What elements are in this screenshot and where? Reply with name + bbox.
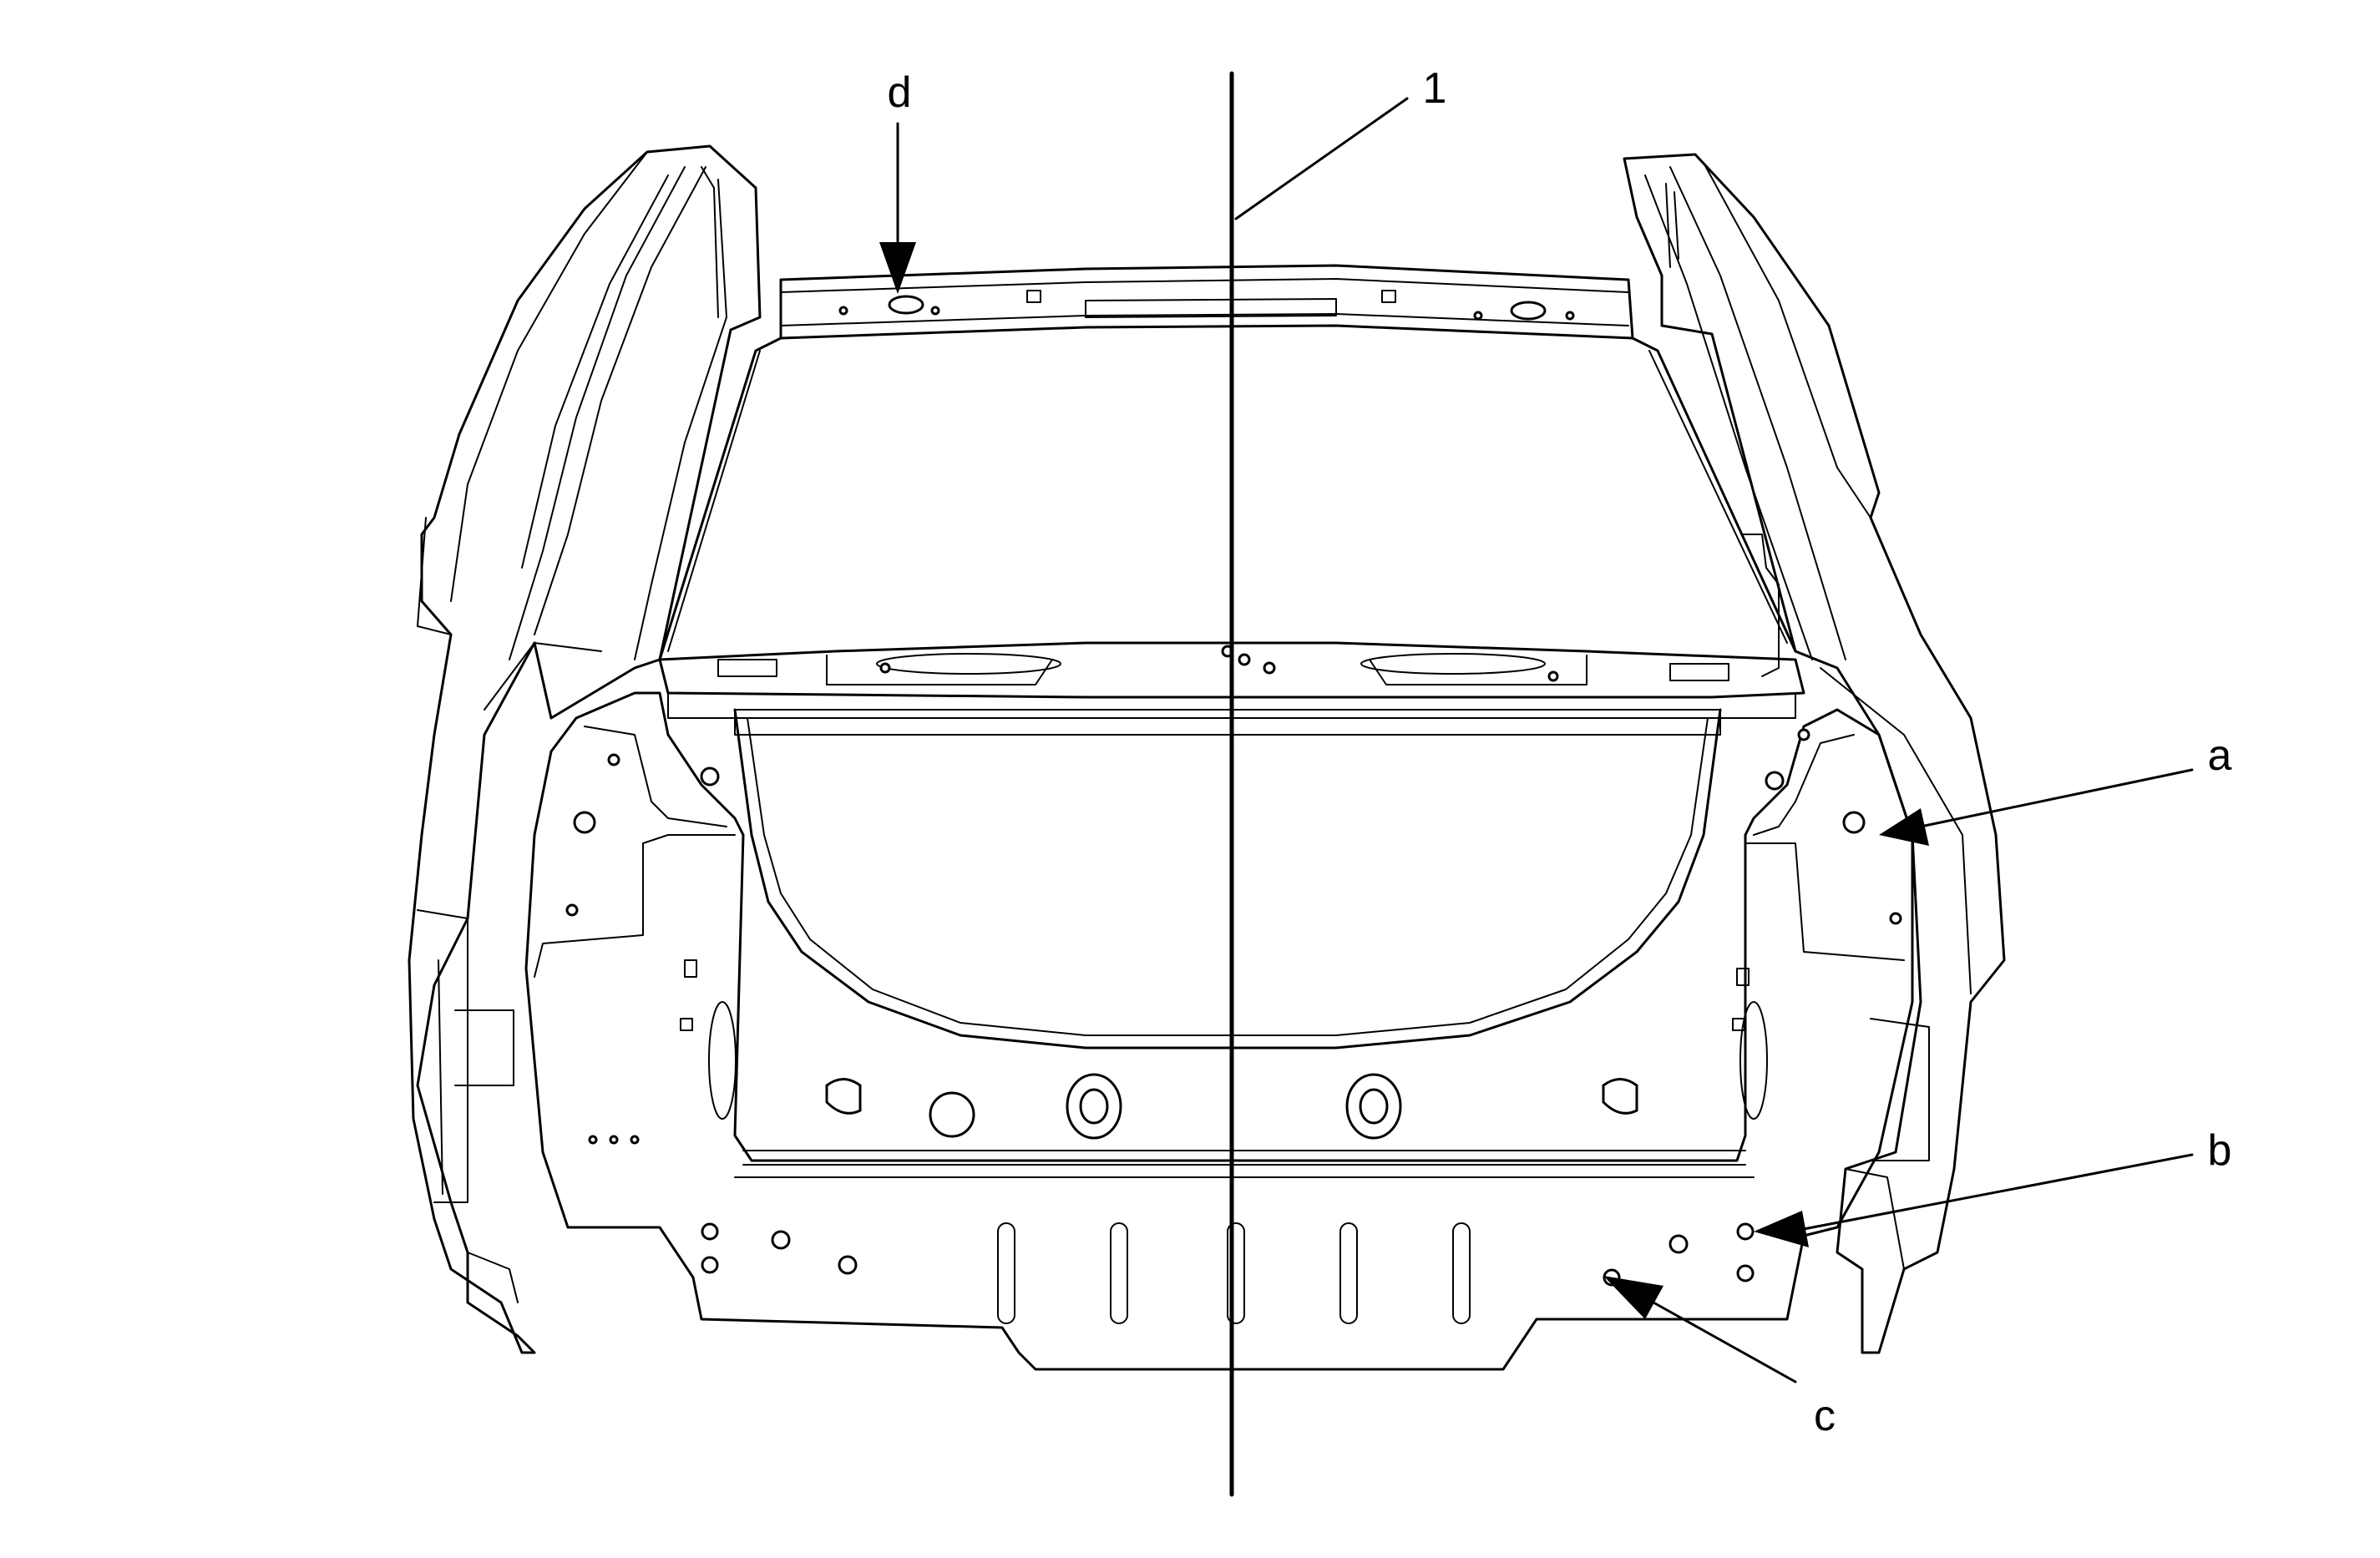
rear-body-panel [524, 691, 1914, 1371]
right-quarter-panel [1623, 153, 2006, 1354]
arrowhead-a [1879, 808, 1929, 846]
callout-a: a [2208, 731, 2232, 780]
window-frame-posts [658, 336, 1797, 677]
arrowhead-c [1603, 1276, 1663, 1319]
arrowhead-b [1754, 1211, 1809, 1247]
callout-1: 1 [1423, 64, 1447, 113]
arrowhead-d [879, 242, 916, 294]
roof-header-rail [779, 264, 1634, 340]
left-quarter-panel [408, 144, 762, 1354]
callout-c: c [1814, 1392, 1836, 1440]
callout-b: b [2208, 1126, 2232, 1175]
leader-lines [879, 97, 2194, 1383]
callout-d: d [888, 68, 912, 117]
